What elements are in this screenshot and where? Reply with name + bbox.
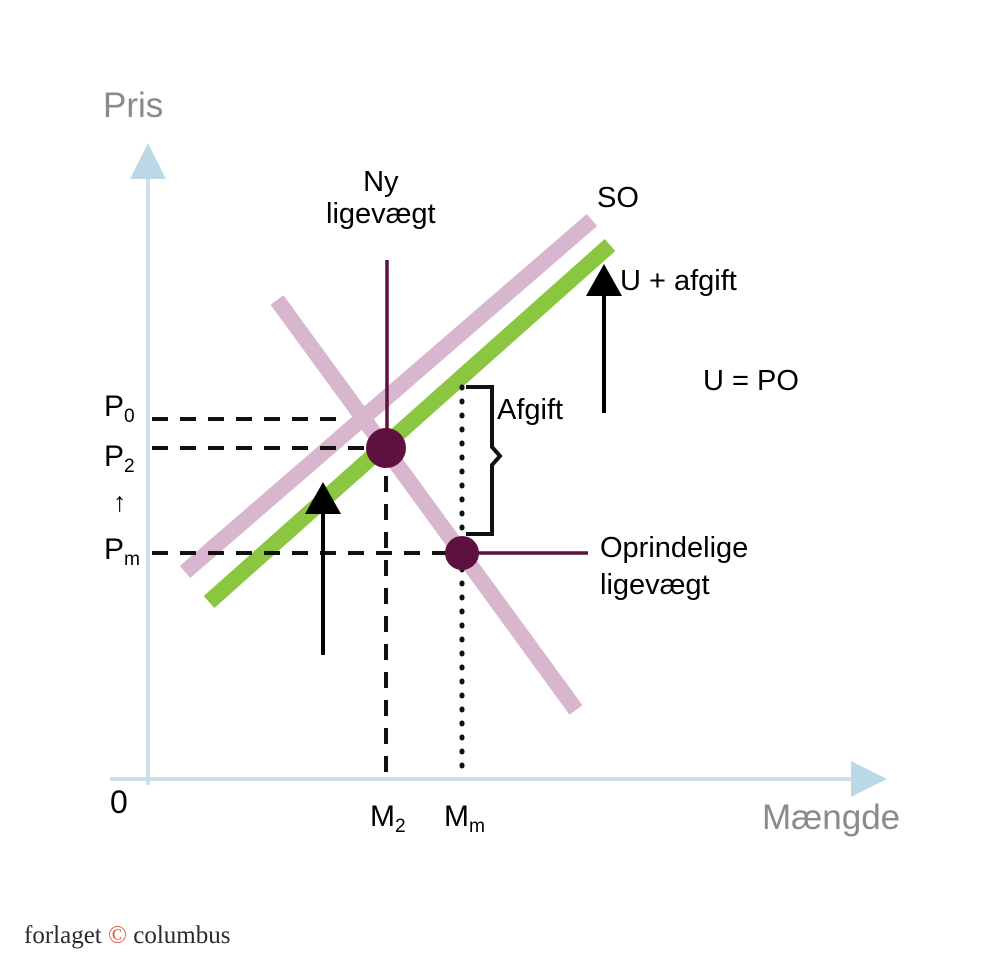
price-tick-p0: P0 bbox=[104, 390, 135, 428]
annotation-new-equilibrium: Ny ligevægt bbox=[326, 166, 436, 231]
origin-label: 0 bbox=[110, 784, 128, 820]
price-tick-p2: P2 bbox=[104, 440, 135, 478]
annotation-original-equilibrium-line1: Oprindelige bbox=[600, 532, 749, 564]
annotation-original-equilibrium-line2: ligevægt bbox=[600, 569, 710, 602]
annotation-original-equilibrium: Oprindelige ligevægt bbox=[600, 530, 748, 604]
price-increase-arrow-icon: ↑ bbox=[113, 487, 127, 517]
price-tick-pm-base: P bbox=[104, 533, 125, 566]
quantity-tick-mm: Mm bbox=[444, 800, 485, 838]
curve-label-u-equals-po: U = PO bbox=[703, 365, 799, 397]
publisher-imprint: forlaget © columbus bbox=[24, 922, 230, 950]
imprint-prefix: forlaget bbox=[24, 922, 102, 949]
price-tick-p0-sub: 0 bbox=[124, 406, 135, 428]
price-tick-pm: Pm bbox=[104, 533, 140, 571]
quantity-tick-m2-base: M bbox=[370, 800, 395, 833]
annotation-new-equilibrium-line1: Ny bbox=[363, 166, 399, 198]
marker-new-equilibrium bbox=[366, 428, 406, 468]
curve-label-so: SO bbox=[597, 182, 639, 214]
y-axis-label: Pris bbox=[103, 86, 164, 125]
price-tick-pm-sub: m bbox=[124, 549, 140, 571]
quantity-tick-m2: M2 bbox=[370, 800, 406, 838]
curve-label-u-plus-afgift: U + afgift bbox=[620, 265, 737, 297]
x-axis-label: Mængde bbox=[762, 798, 901, 837]
price-tick-p0-base: P bbox=[104, 390, 125, 423]
annotation-new-equilibrium-line2: ligevægt bbox=[326, 198, 436, 231]
afgift-bracket bbox=[466, 385, 503, 536]
quantity-tick-m2-sub: 2 bbox=[395, 816, 406, 838]
marker-original-equilibrium bbox=[445, 536, 479, 570]
imprint-suffix: columbus bbox=[133, 922, 231, 949]
quantity-tick-mm-sub: m bbox=[469, 816, 485, 838]
price-tick-p2-base: P bbox=[104, 440, 125, 473]
quantity-tick-mm-base: M bbox=[444, 800, 469, 833]
copyright-icon: © bbox=[107, 922, 127, 949]
price-tick-p2-sub: 2 bbox=[124, 456, 135, 478]
annotation-afgift: Afgift bbox=[497, 394, 564, 426]
curve-u-equals-po bbox=[270, 295, 583, 715]
curve-u-plus-afgift bbox=[203, 239, 616, 608]
